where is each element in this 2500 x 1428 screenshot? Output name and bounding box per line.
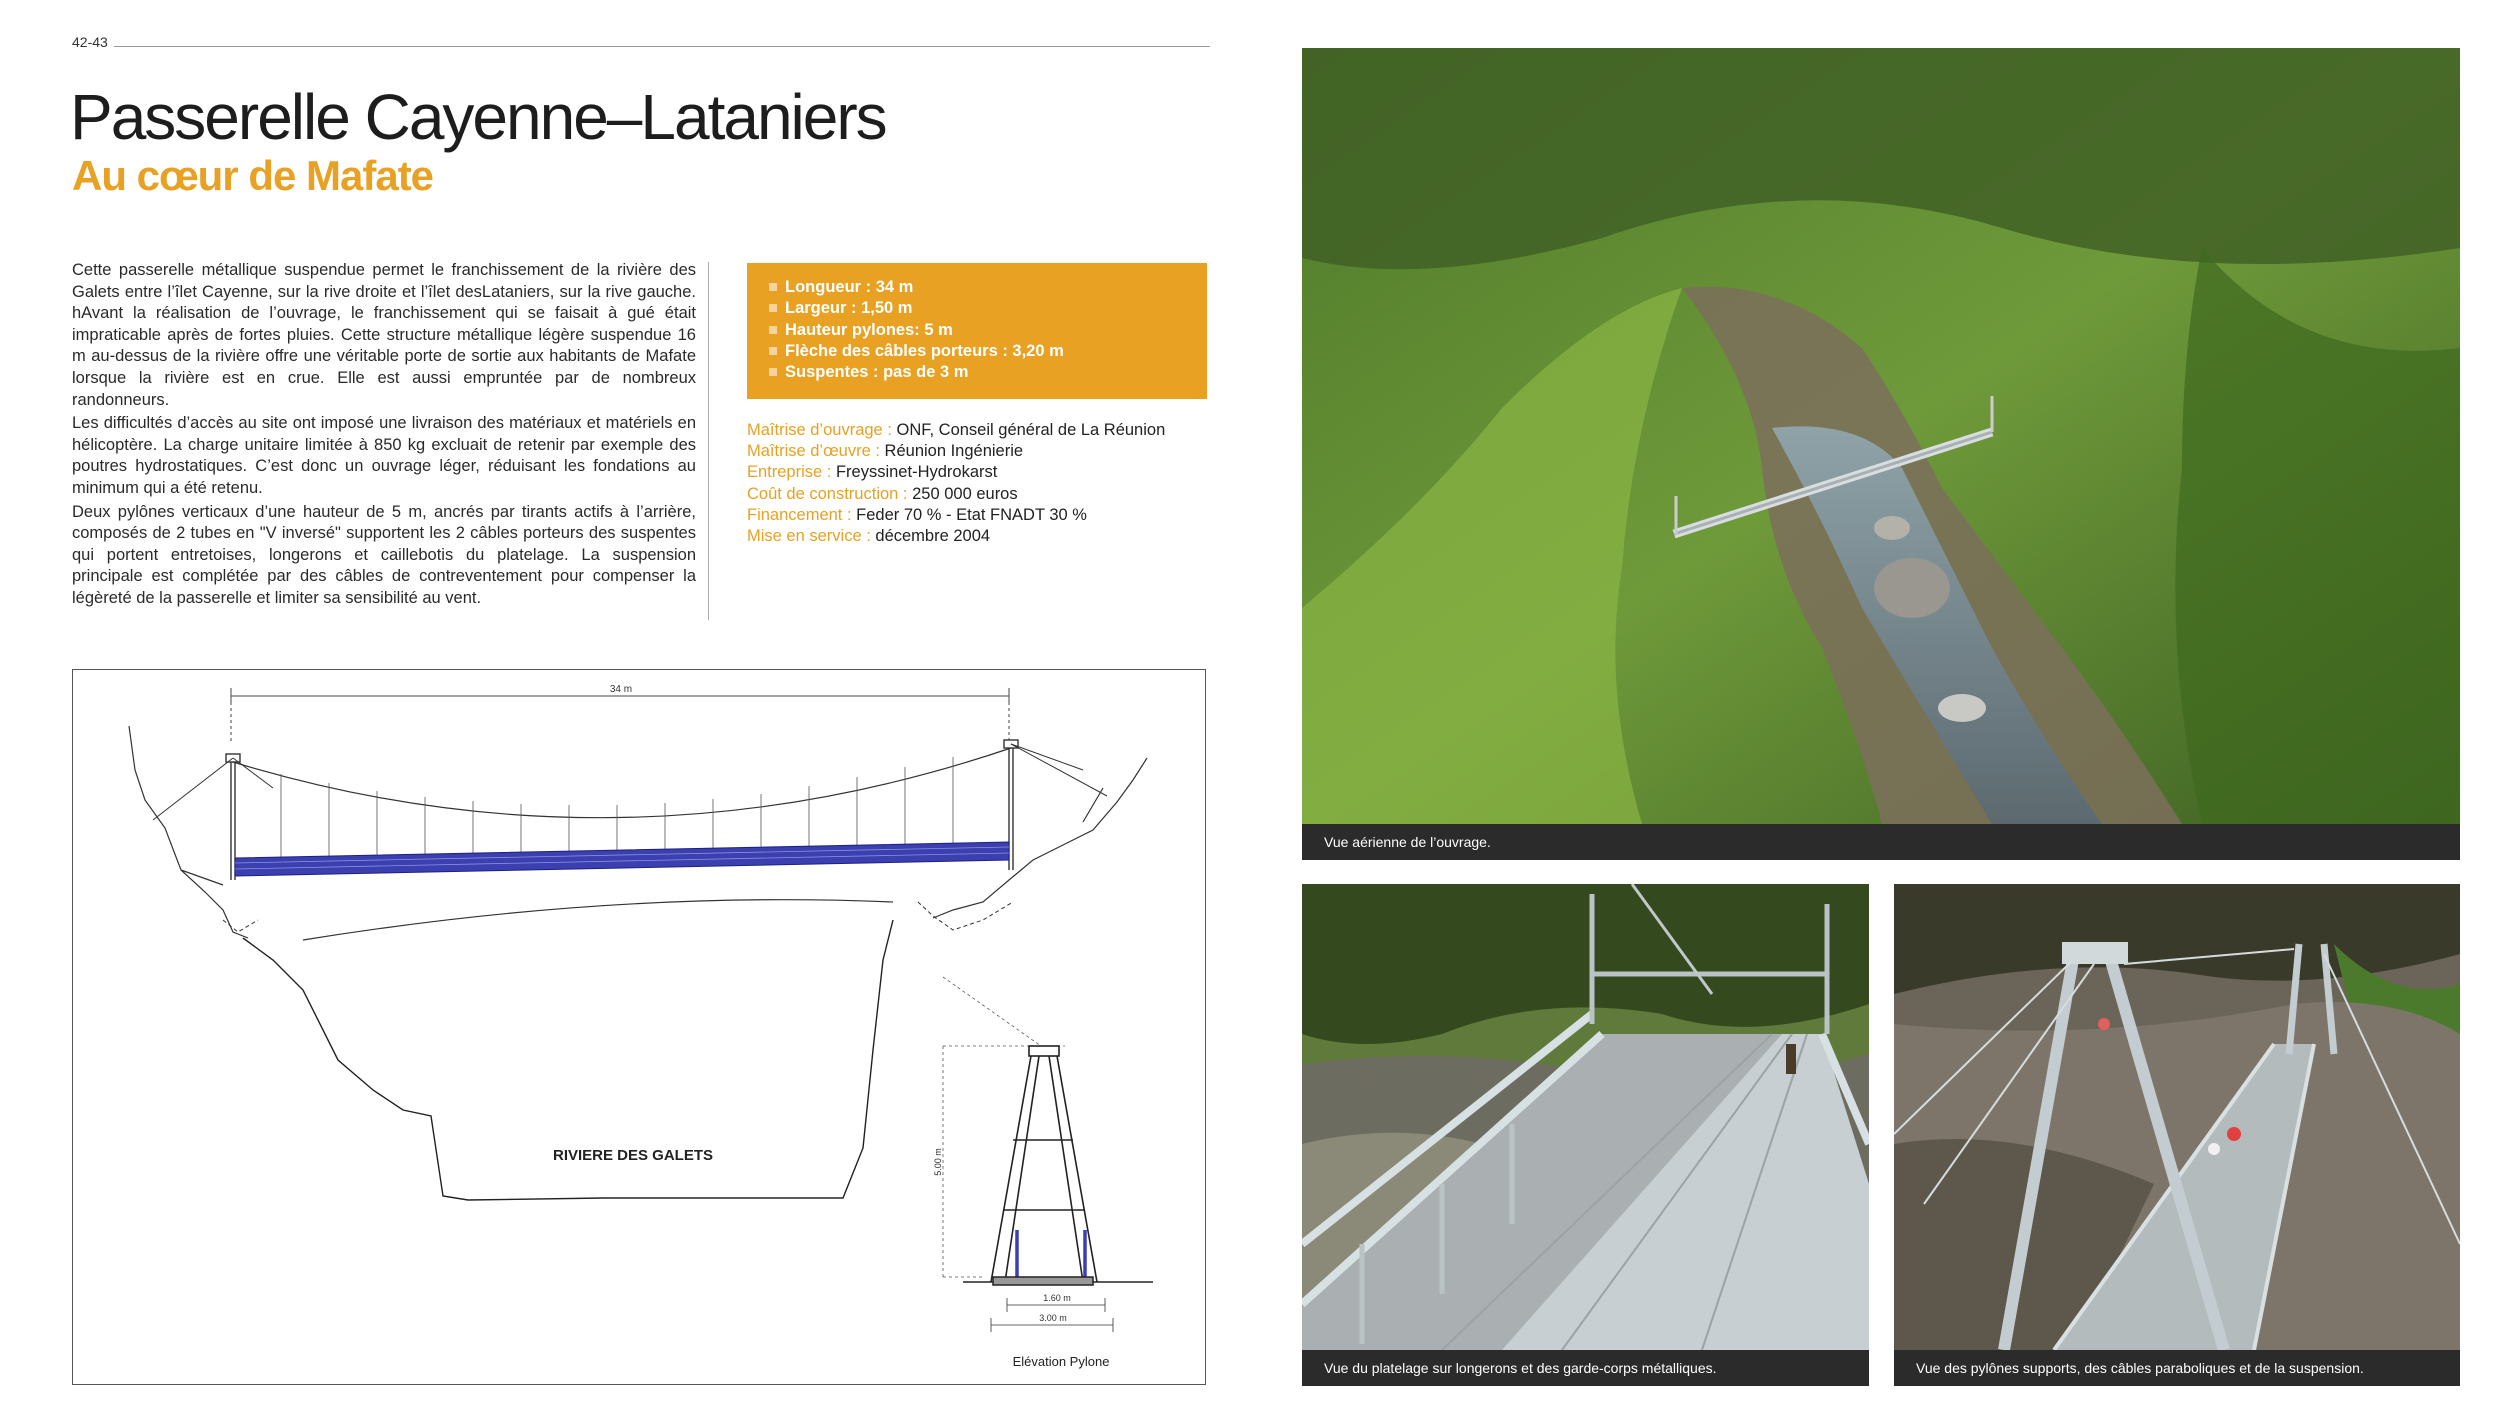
credit-row: Mise en service : décembre 2004 <box>747 526 1217 547</box>
pylons-photo <box>1894 884 2460 1350</box>
pylon-elevation-detail: 1.60 m 3.00 m 5.00 m Elévation Pylone <box>933 976 1153 1369</box>
spec-item: Hauteur pylones: 5 m <box>769 320 1185 341</box>
credit-row: Coût de construction : 250 000 euros <box>747 484 1217 505</box>
credit-row: Maîtrise d’œuvre : Réunion Ingénierie <box>747 441 1217 462</box>
credit-label: Maîtrise d’œuvre : <box>747 442 880 461</box>
body-paragraph: Deux pylônes verticaux d’une hauteur de … <box>72 502 696 607</box>
credit-label: Financement : <box>747 505 852 524</box>
column-divider <box>708 262 709 620</box>
terrain-right <box>932 757 1148 919</box>
header-rule <box>114 46 1210 47</box>
spec-text: Largeur : 1,50 m <box>785 299 913 318</box>
spec-item: Flèche des câbles porteurs : 3,20 m <box>769 341 1185 362</box>
aerial-photo-caption: Vue aérienne de l’ouvrage. <box>1302 824 2460 860</box>
spec-item: Largeur : 1,50 m <box>769 298 1185 319</box>
credit-value: décembre 2004 <box>875 527 991 546</box>
deck-photo-caption: Vue du platelage sur longerons et des ga… <box>1302 1350 1869 1386</box>
body-text: Cette passerelle métallique suspendue pe… <box>72 260 696 612</box>
body-paragraph: Cette passerelle métallique suspendue pe… <box>72 261 696 409</box>
credit-value: Freyssinet-Hydrokarst <box>835 463 998 482</box>
credit-value: 250 000 euros <box>912 484 1018 503</box>
terrain-left <box>128 725 249 939</box>
spec-item: Suspentes : pas de 3 m <box>769 362 1185 383</box>
drawing-svg: 34 m RIVIERE DES GALETS <box>128 684 1153 1369</box>
bullet-icon <box>769 325 777 334</box>
credit-label: Maîtrise d’ouvrage : <box>747 421 892 439</box>
credit-value: Réunion Ingénierie <box>884 442 1024 461</box>
pylon-width-outer-label: 3.00 m <box>1039 1313 1067 1323</box>
spec-text: Longueur : 34 m <box>785 278 914 296</box>
spec-text: Hauteur pylones: 5 m <box>785 320 953 339</box>
foundations <box>222 901 1014 933</box>
spec-item: Longueur : 34 m <box>769 277 1185 298</box>
spec-text: Flèche des câbles porteurs : 3,20 m <box>785 341 1064 360</box>
credit-value: Feder 70 % - Etat FNADT 30 % <box>856 505 1087 524</box>
span-dimension <box>230 688 1010 744</box>
credit-row: Maîtrise d’ouvrage : ONF, Conseil généra… <box>747 420 1217 441</box>
pylon-caption: Elévation Pylone <box>1013 1354 1110 1369</box>
bullet-icon <box>769 304 777 313</box>
credit-label: Mise en service : <box>747 527 871 546</box>
specs-box: Longueur : 34 m Largeur : 1,50 m Hauteur… <box>747 263 1207 399</box>
spec-text: Suspentes : pas de 3 m <box>785 363 969 382</box>
bullet-icon <box>769 283 777 291</box>
bullet-icon <box>769 368 777 377</box>
deck-photo <box>1302 884 1869 1350</box>
credit-row: Entreprise : Freyssinet-Hydrokarst <box>747 462 1217 483</box>
river-valley <box>242 919 894 1201</box>
credit-label: Entreprise : <box>747 463 832 482</box>
article-title: Passerelle Cayenne–Lataniers <box>70 81 888 153</box>
main-cable <box>232 747 1012 819</box>
article-subtitle: Au cœur de Mafate <box>72 152 434 199</box>
aerial-photo <box>1302 48 2460 824</box>
hangers <box>280 757 954 858</box>
credit-value: ONF, Conseil général de La Réunion <box>896 421 1166 439</box>
pylons-photo-caption: Vue des pylônes supports, des câbles par… <box>1894 1350 2460 1386</box>
bullet-icon <box>769 346 777 355</box>
pylon-height-label: 5.00 m <box>933 1148 943 1176</box>
pylon-width-inner-label: 1.60 m <box>1043 1293 1071 1303</box>
span-label: 34 m <box>610 684 632 695</box>
back-stays <box>152 743 1108 821</box>
credit-label: Coût de construction : <box>747 484 908 503</box>
credit-row: Financement : Feder 70 % - Etat FNADT 30… <box>747 505 1217 526</box>
body-paragraph: Les difficultés d’accès au site ont impo… <box>72 414 696 497</box>
deck-railing <box>234 846 1010 870</box>
page-number: 42-43 <box>72 34 108 50</box>
bridge-elevation-drawing: 34 m RIVIERE DES GALETS <box>72 669 1206 1385</box>
bridge-deck <box>234 841 1010 877</box>
ground-arc <box>302 899 894 941</box>
credits-list: Maîtrise d’ouvrage : ONF, Conseil généra… <box>747 420 1217 547</box>
river-label: RIVIERE DES GALETS <box>553 1147 713 1164</box>
